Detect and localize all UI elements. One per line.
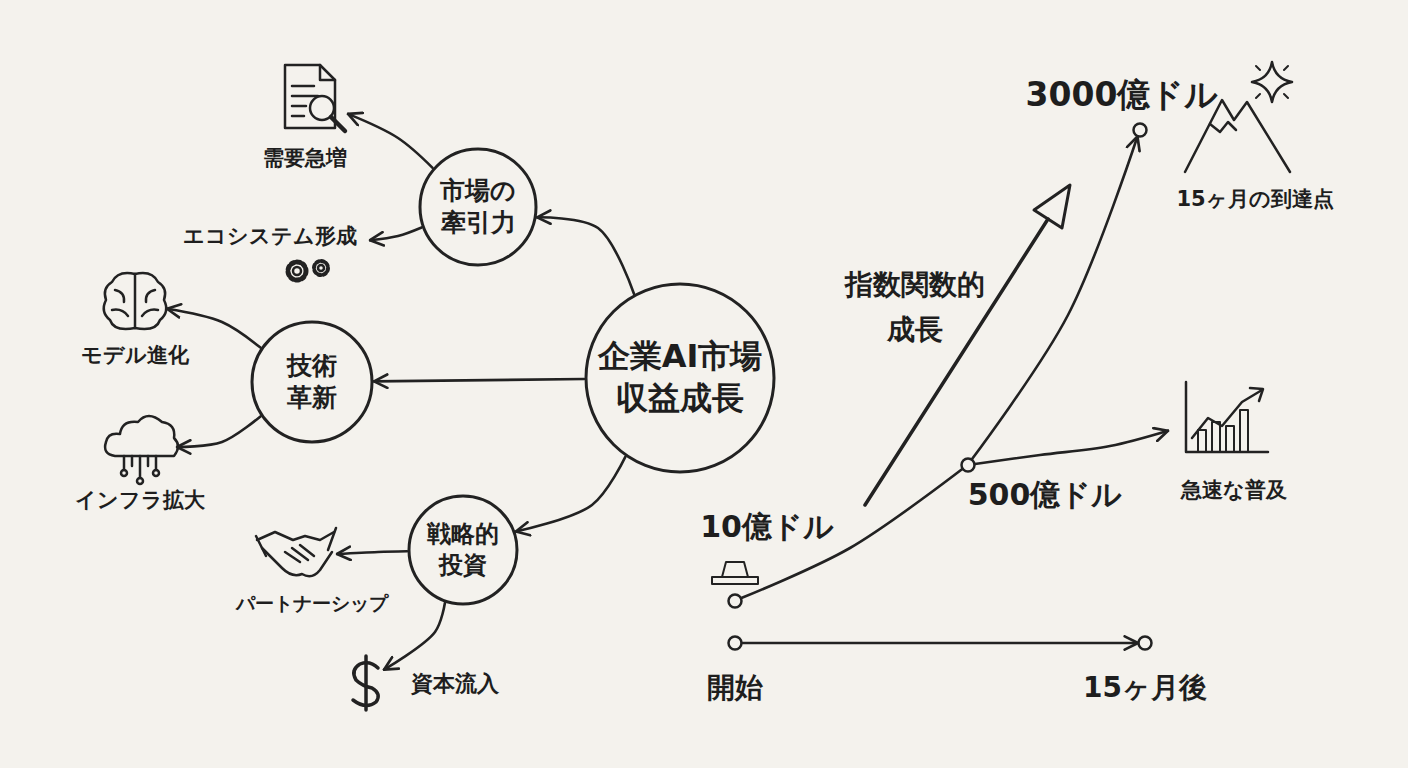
leaf-item: インフラ拡大 [103,420,177,482]
circle-outline [418,147,538,267]
outline [409,496,517,604]
point-marker [727,635,743,651]
outline [420,149,536,265]
node-text: 急速な普及 [1181,476,1287,504]
node-text: 10億ドル [700,507,834,548]
node-text: 開始 [707,669,763,707]
node-text: インフラ拡大 [75,486,205,514]
node-text: 需要急増 [263,144,347,172]
node-text: 企業AI市場 収益成長 [590,336,770,419]
point-marker [727,593,743,609]
node-text: 3000億ドル [1026,73,1219,118]
outline [962,459,975,472]
node-text: パートナーシップ [236,591,388,617]
node-text: 市場の 牽引力 [428,175,528,240]
outline [1139,637,1152,650]
handshake-icon [256,528,336,576]
outline [729,595,742,608]
connector-arrow [742,642,1138,645]
branch-circle: 戦略的 投資 [407,494,519,606]
connector-arrow [374,379,584,381]
value-point: 3000億ドル [1132,122,1148,138]
leaf-item: 需要急増 [282,62,348,134]
node-text: エコシステム形成 [183,222,357,250]
branch-circle: 技術 革新 [250,320,374,444]
connector-arrow [167,309,260,348]
leaf-item: 資本流入 [348,656,384,710]
cloud-icon [105,416,178,484]
timeline-point: 15ヶ月後 [1137,635,1153,651]
value-point: 10億ドル [727,593,743,609]
connector-arrow [337,551,407,554]
connector-arrow [384,603,445,670]
node-text: 500億ドル [968,475,1123,516]
outline [1134,124,1147,137]
growth-label: 指数関数的 成長 [835,263,995,353]
connector-arrow [516,457,625,532]
node-text: 技術 革新 [262,350,362,415]
leaf-item: モデル進化 [103,272,167,330]
chart-icon [1186,382,1268,452]
circle-outline [584,282,776,474]
connector-arrow [972,137,1138,460]
connector-arrow [177,416,260,447]
timeline-point: 開始 [727,635,743,651]
node-text: 戦略的 投資 [417,519,509,581]
central-topic-circle: 企業AI市場 収益成長 [584,282,776,474]
point-marker [960,457,976,473]
outline [729,637,742,650]
circle-outline [407,494,519,606]
gold-bar-icon [712,562,758,584]
connector-arrow [975,431,1168,464]
connector-arrow [370,227,422,240]
connector-arrow [348,114,433,168]
value-point: 500億ドル [960,457,976,473]
node-text: 15ヶ月後 [1083,669,1207,707]
dollar-icon [353,656,378,710]
point-marker [1132,122,1148,138]
outline [252,322,372,442]
point-marker [1137,635,1153,651]
brain-icon [104,273,167,329]
milestone-label: 15ヶ月の到達点 [1155,183,1355,217]
gears-icon [288,261,328,280]
callout-item: 急速な普及 [1168,380,1268,455]
connector-arrow [741,469,962,598]
leaf-item: パートナーシップ [255,528,337,584]
node-text: 資本流入 [411,669,499,699]
circle-outline [250,320,374,444]
branch-circle: 市場の 牽引力 [418,147,538,267]
node-text: モデル進化 [81,341,189,369]
outline [586,284,774,472]
document-icon [285,65,345,131]
connector-arrow [537,217,634,293]
leaf-item: エコシステム形成 [175,220,370,290]
